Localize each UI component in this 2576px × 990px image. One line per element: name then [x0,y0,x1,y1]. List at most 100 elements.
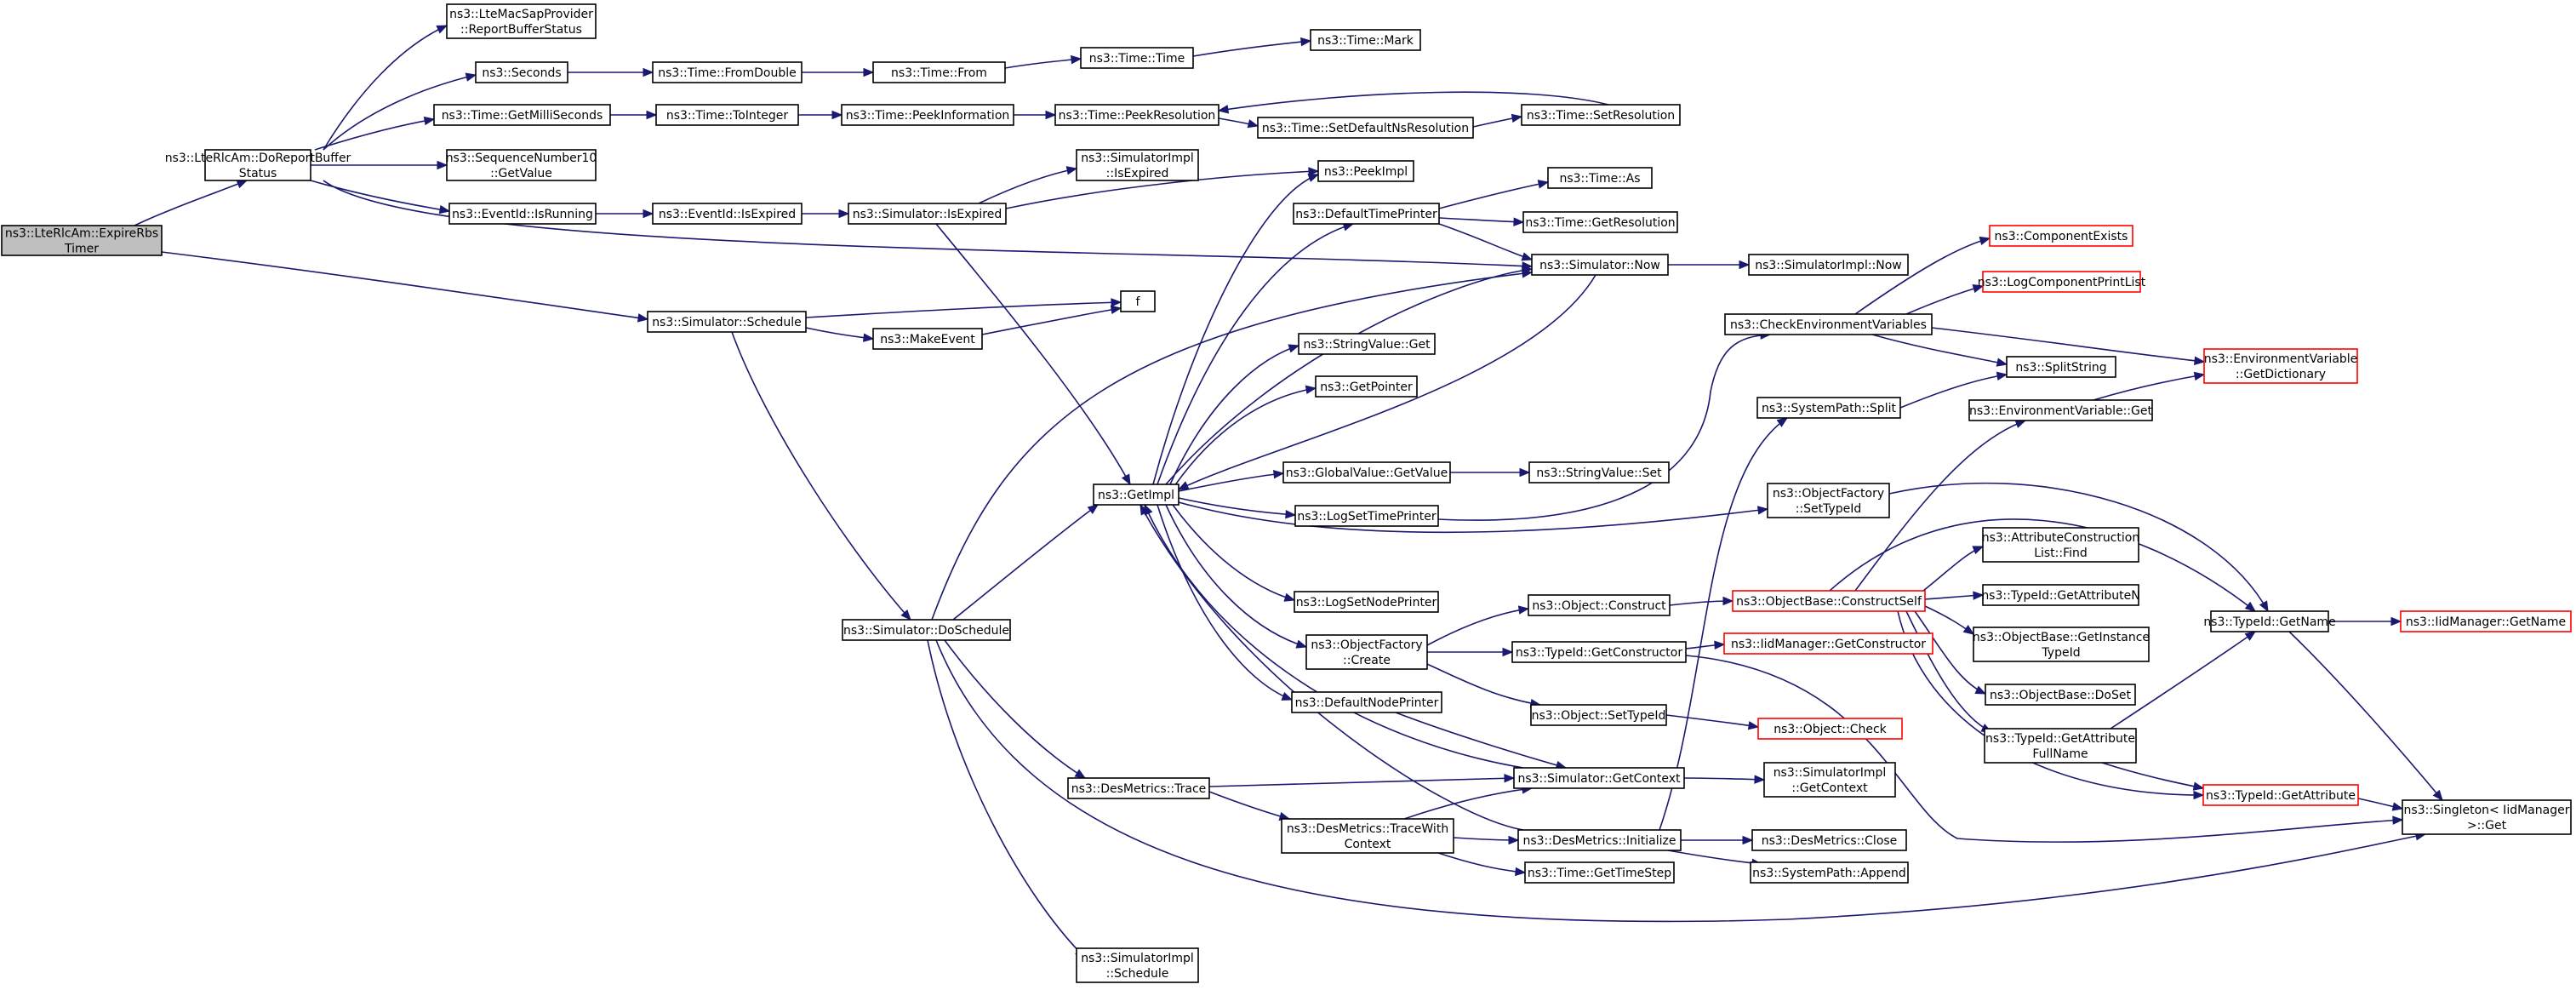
arrowhead-icon [1300,37,1312,47]
node-tidGetCtor[interactable]: ns3::TypeId::GetConstructor [1511,641,1687,663]
edge-line [1172,504,1295,601]
node-objConstruct[interactable]: ns3::Object::Construct [1528,594,1671,616]
node-peekRes[interactable]: ns3::Time::PeekResolution [1054,104,1219,126]
node-label: ns3::Time::ToInteger [666,109,789,123]
edge-line [1157,223,1354,485]
node-evRunning[interactable]: ns3::EventId::IsRunning [448,203,597,225]
node-getImpl[interactable]: ns3::GetImpl [1093,484,1179,506]
node-label: ns3::LogComponentPrintList [1978,276,2146,289]
call-edge-defNodePrinter-to-simGetContext [1395,712,1568,770]
node-ofCreate[interactable]: ns3::ObjectFactory::Create [1305,634,1428,670]
node-schedule[interactable]: ns3::Simulator::Schedule [647,311,807,333]
node-defNodePrinter[interactable]: ns3::DefaultNodePrinter [1291,691,1442,713]
call-edge-doReport-to-seqGet [310,160,448,170]
node-gvGet[interactable]: ns3::GlobalValue::GetValue [1282,461,1451,484]
node-f[interactable]: f [1120,290,1156,312]
node-setDefNs[interactable]: ns3::Time::SetDefaultNsResolution [1257,117,1474,139]
call-edge-defTimePrinter-to-getResolution [1438,217,1525,226]
node-timeFrom[interactable]: ns3::Time::From [872,61,1006,83]
node-sysAppend[interactable]: ns3::SystemPath::Append [1750,861,1909,884]
arrowhead-icon [831,110,843,120]
call-edge-schedule-to-simDoSchedule [731,331,911,621]
node-box [1120,290,1156,312]
node-envDict[interactable]: ns3::EnvironmentVariable::GetDictionary [2203,348,2358,384]
node-toInteger[interactable]: ns3::Time::ToInteger [655,104,799,126]
call-edge-tidGetAttrFull-to-tidGetName [2110,631,2257,730]
edge-line [2101,762,2204,789]
node-tidGetAttr[interactable]: ns3::TypeId::GetAttribute [2202,784,2359,806]
node-sysSplit[interactable]: ns3::SystemPath::Split [1756,397,1901,419]
node-timeTime[interactable]: ns3::Time::Time [1080,47,1194,69]
node-simExpired[interactable]: ns3::Simulator::IsExpired [848,203,1007,225]
node-label: ns3::TypeId::GetConstructor [1516,646,1682,660]
node-getResolution[interactable]: ns3::Time::GetResolution [1522,211,1678,233]
node-implNow[interactable]: ns3::SimulatorImpl::Now [1748,254,1909,276]
node-obConstructSelf[interactable]: ns3::ObjectBase::ConstructSelf [1732,590,1926,612]
call-edge-defTimePrinter-to-simNow [1438,223,1534,261]
node-tidGetName[interactable]: ns3::TypeId::GetName [2203,610,2336,632]
node-timeMark[interactable]: ns3::Time::Mark [1310,29,1421,51]
node-label: ::GetValue [490,167,552,180]
arrowhead-icon [1111,298,1122,307]
node-getMilli[interactable]: ns3::Time::GetMilliSeconds [433,104,611,126]
node-singletonGet[interactable]: ns3::Singleton< IidManager>::Get [2402,799,2572,835]
node-makeEvent[interactable]: ns3::MakeEvent [872,328,983,350]
arrowhead-icon [1776,417,1789,427]
node-peekImpl[interactable]: ns3::PeekImpl [1317,160,1414,182]
node-fromDouble[interactable]: ns3::Time::FromDouble [652,61,803,83]
node-seconds[interactable]: ns3::Seconds [475,61,568,83]
node-dmTrace[interactable]: ns3::DesMetrics::Trace [1067,777,1210,799]
node-lteMac[interactable]: ns3::LteMacSapProvider::ReportBufferStat… [446,3,597,39]
node-ofSetTypeId[interactable]: ns3::ObjectFactory::SetTypeId [1767,483,1890,518]
node-dmClose[interactable]: ns3::DesMetrics::Close [1751,829,1907,851]
node-simNow[interactable]: ns3::Simulator::Now [1531,254,1669,276]
node-tidGetAttrN[interactable]: ns3::TypeId::GetAttributeN [1981,584,2140,606]
node-iidGetName[interactable]: ns3::IidManager::GetName [2400,610,2572,632]
node-box [872,61,1006,83]
node-peekInfo[interactable]: ns3::Time::PeekInformation [841,104,1014,126]
node-implSchedule[interactable]: ns3::SimulatorImpl::Schedule [1076,947,1199,983]
node-svSet[interactable]: ns3::StringValue::Set [1528,461,1670,484]
node-evExpired[interactable]: ns3::EventId::IsExpired [652,203,803,225]
node-iidGetCtor[interactable]: ns3::IidManager::GetConstructor [1723,632,1933,655]
node-logSetTime[interactable]: ns3::LogSetTimePrinter [1294,505,1439,527]
node-box [1530,704,1667,726]
node-logPrintList[interactable]: ns3::LogComponentPrintList [1978,271,2146,293]
node-setRes[interactable]: ns3::Time::SetResolution [1521,104,1681,126]
node-box [1973,627,2150,662]
node-timeStep[interactable]: ns3::Time::GetTimeStep [1524,861,1675,884]
node-getPointer[interactable]: ns3::GetPointer [1315,375,1418,398]
node-envGet[interactable]: ns3::EnvironmentVariable::Get [1968,399,2153,421]
node-splitString[interactable]: ns3::SplitString [2006,356,2116,378]
node-dmInit[interactable]: ns3::DesMetrics::Initialize [1517,829,1682,851]
node-compExists[interactable]: ns3::ComponentExists [1989,225,2133,247]
node-logSetNode[interactable]: ns3::LogSetNodePrinter [1294,591,1439,613]
node-objCheck[interactable]: ns3::Object::Check [1757,718,1903,740]
node-simGetContext[interactable]: ns3::Simulator::GetContext [1513,767,1685,789]
node-label: ns3::ObjectBase::ConstructSelf [1736,595,1922,609]
node-seqGet[interactable]: ns3::SequenceNumber10::GetValue [446,149,597,181]
node-label: ::IsExpired [1106,167,1169,180]
node-objSetTypeId[interactable]: ns3::Object::SetTypeId [1530,704,1667,726]
call-edge-tidGetCtor-to-singletonGet [1685,655,2404,843]
node-defTimePrinter[interactable]: ns3::DefaultTimePrinter [1293,203,1440,225]
node-box [1076,947,1199,983]
node-label: ns3::SimulatorImpl [1081,952,1194,965]
node-stringGet[interactable]: ns3::StringValue::Get [1298,333,1436,355]
node-timeAs[interactable]: ns3::Time::As [1547,167,1653,189]
node-implGetContext[interactable]: ns3::SimulatorImpl::GetContext [1763,762,1896,798]
node-simDoSchedule[interactable]: ns3::Simulator::DoSchedule [842,619,1011,641]
node-obDoSet[interactable]: ns3::ObjectBase::DoSet [1985,684,2136,706]
arrowhead-icon [1511,113,1523,123]
node-implExpired[interactable]: ns3::SimulatorImpl::IsExpired [1076,149,1199,181]
node-label: ns3::CheckEnvironmentVariables [1730,318,1927,332]
node-checkEnv[interactable]: ns3::CheckEnvironmentVariables [1724,313,1933,335]
node-label: ns3::SimulatorImpl [1773,766,1887,780]
edge-line [1905,285,1984,315]
